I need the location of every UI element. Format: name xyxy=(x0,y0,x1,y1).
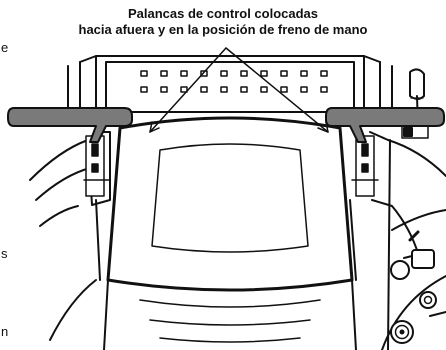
throttle-lever xyxy=(401,68,429,139)
right-control-lever xyxy=(325,107,445,143)
right-side-panel xyxy=(349,131,446,350)
callout-arrows xyxy=(149,47,329,133)
seat-vent-holes xyxy=(140,70,328,93)
cropped-text-top: e xyxy=(1,40,9,55)
cropped-text-bottom: n xyxy=(1,324,9,339)
control-panel xyxy=(381,209,446,350)
cropped-text-middle: s xyxy=(1,246,8,261)
callout-label: Palancas de control colocadas hacia afue… xyxy=(0,6,446,38)
callout-line-2: hacia afuera y en la posición de freno d… xyxy=(78,22,368,37)
callout-line-1: Palancas de control colocadas xyxy=(127,6,319,21)
left-control-lever xyxy=(7,107,133,143)
right-lever-mount xyxy=(351,135,379,197)
left-lever-mount xyxy=(83,135,111,197)
seat xyxy=(103,116,357,350)
